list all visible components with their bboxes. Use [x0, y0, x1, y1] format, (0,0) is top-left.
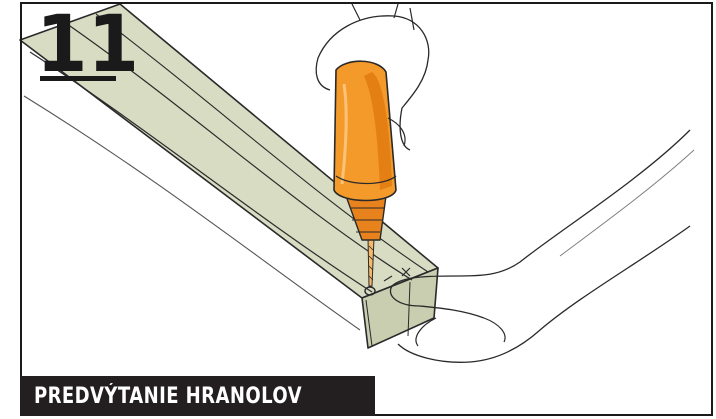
caption-text: PREDVÝTANIE HRANOLOV: [34, 384, 302, 409]
step-number: 11: [36, 6, 139, 84]
caption-box: PREDVÝTANIE HRANOLOV: [20, 376, 375, 416]
step-number-underline: [40, 76, 116, 81]
